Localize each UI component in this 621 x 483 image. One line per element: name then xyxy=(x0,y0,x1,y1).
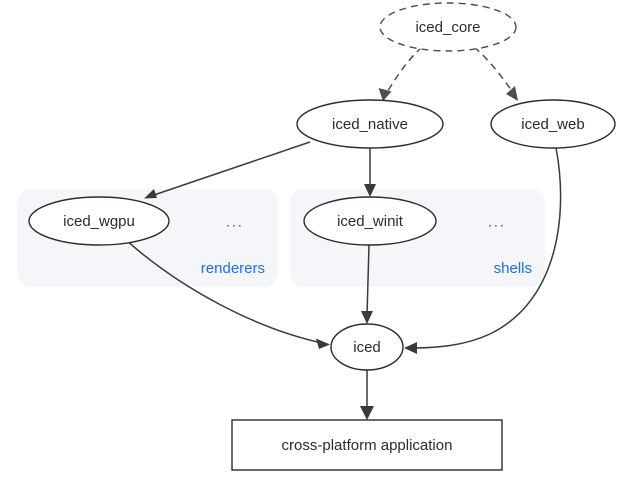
edge-native-to-winit-arrowhead xyxy=(364,184,376,197)
node-iced-wgpu-shape[interactable] xyxy=(28,196,170,246)
node-iced-core-shape[interactable] xyxy=(379,2,517,52)
node-cross-platform-application[interactable]: cross-platform application xyxy=(231,419,503,471)
node-iced-wgpu[interactable]: iced_wgpu xyxy=(28,196,170,246)
edge-web-to-iced-line xyxy=(411,147,562,349)
edge-core-to-web-line xyxy=(473,46,515,95)
node-iced[interactable]: iced xyxy=(330,323,404,371)
cluster-shells-ellipsis: ... xyxy=(488,214,506,230)
edge-native-to-wgpu-arrowhead xyxy=(144,189,157,199)
edge-core-to-native-line xyxy=(385,46,423,95)
node-iced-native[interactable]: iced_native xyxy=(296,99,444,149)
edge-wgpu-to-iced-line xyxy=(125,239,323,344)
node-cross-platform-application-shape[interactable] xyxy=(231,419,503,471)
cluster-renderers-ellipsis: ... xyxy=(226,214,244,230)
edge-web-to-iced xyxy=(404,147,562,354)
edge-native-to-winit xyxy=(364,148,376,197)
node-iced-core[interactable]: iced_core xyxy=(379,2,517,52)
edge-winit-to-iced-line xyxy=(366,244,370,317)
edge-core-to-web xyxy=(473,46,518,101)
node-iced-winit[interactable]: iced_winit xyxy=(303,196,437,246)
node-iced-web-shape[interactable] xyxy=(490,99,616,149)
edge-winit-to-iced-arrowhead xyxy=(361,311,373,324)
edge-iced-to-application xyxy=(360,370,374,420)
edge-native-to-wgpu-line xyxy=(150,141,311,197)
node-iced-shape[interactable] xyxy=(330,323,404,371)
edge-wgpu-to-iced xyxy=(125,239,330,349)
node-iced-winit-shape[interactable] xyxy=(303,196,437,246)
edge-iced-to-application-arrowhead xyxy=(360,406,374,420)
edge-core-to-native-arrowhead xyxy=(378,88,392,101)
node-iced-web[interactable]: iced_web xyxy=(490,99,616,149)
cluster-renderers-label: renderers xyxy=(201,260,265,277)
edge-native-to-wgpu xyxy=(144,141,311,199)
edge-web-to-iced-arrowhead xyxy=(404,342,417,354)
node-iced-native-shape[interactable] xyxy=(296,99,444,149)
edge-wgpu-to-iced-arrowhead xyxy=(316,338,330,349)
edge-core-to-web-arrowhead xyxy=(506,86,518,101)
edge-winit-to-iced xyxy=(361,244,373,324)
edge-core-to-native xyxy=(378,46,423,101)
cluster-shells-label: shells xyxy=(494,260,532,277)
